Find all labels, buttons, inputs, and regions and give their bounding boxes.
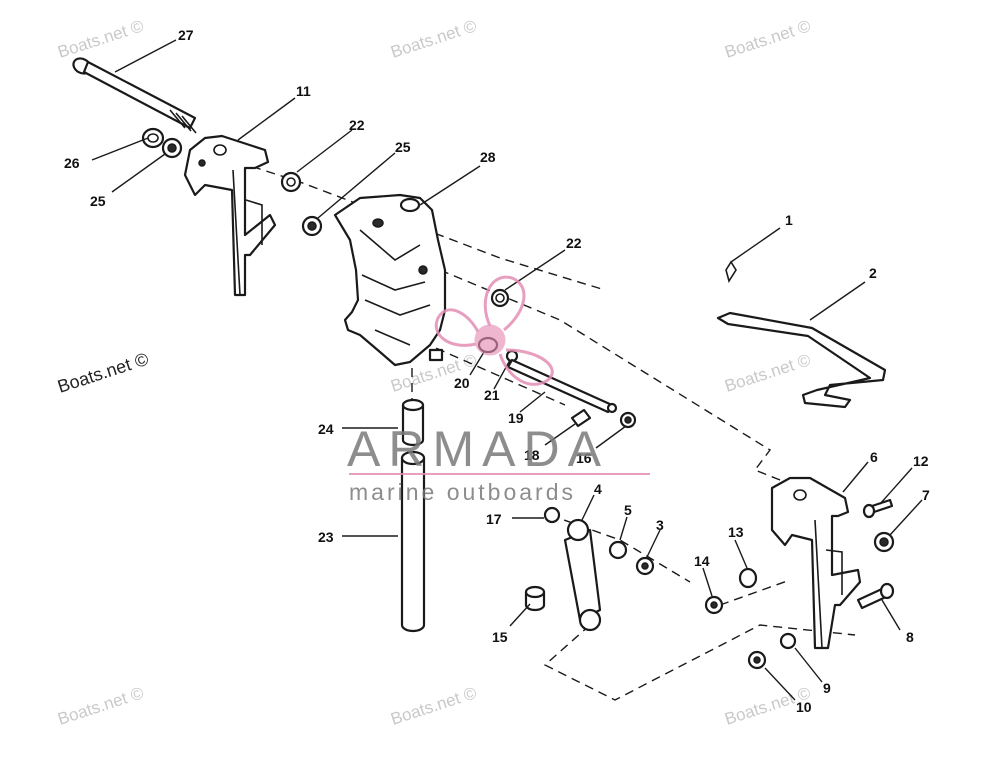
callout-21: 21 — [484, 387, 500, 403]
part-16-nut — [619, 411, 637, 429]
callout-4: 4 — [594, 481, 602, 497]
part-14-nut — [704, 595, 724, 615]
watermark-top-left: Boats.net © — [55, 16, 146, 62]
callout-23: 23 — [318, 529, 334, 545]
part-25-washer-left — [161, 137, 183, 159]
part-27-long-bolt — [72, 57, 197, 134]
callout-1: 1 — [785, 212, 793, 228]
callout-13: 13 — [728, 524, 744, 540]
part-17-washer — [543, 506, 561, 524]
part-25-washer-middle — [301, 215, 323, 237]
part-5-bushing — [608, 540, 628, 560]
part-4-shock-absorber — [563, 518, 602, 632]
watermark-bottom-center: Boats.net © — [388, 683, 479, 729]
callout-14: 14 — [694, 553, 710, 569]
callout-3: 3 — [656, 517, 664, 533]
part-7-nut — [873, 531, 895, 553]
callout-18: 18 — [524, 447, 540, 463]
watermark-bottom-left: Boats.net © — [55, 683, 146, 729]
callout-28: 28 — [480, 149, 496, 165]
callout-16: 16 — [576, 450, 592, 466]
part-8-bolt — [856, 582, 895, 610]
part-12-bolt — [862, 498, 894, 519]
callout-26: 26 — [64, 155, 80, 171]
callout-22-upper: 22 — [349, 117, 365, 133]
callout-5: 5 — [624, 502, 632, 518]
callout-27: 27 — [178, 27, 194, 43]
part-11-left-clamp-bracket — [183, 134, 277, 297]
watermark-top-center: Boats.net © — [388, 16, 479, 62]
callout-labels: 1 2 3 4 5 6 7 8 9 10 11 12 13 14 15 16 1… — [64, 27, 930, 715]
callout-11: 11 — [296, 83, 311, 99]
callout-22-right: 22 — [566, 235, 582, 251]
callout-25-upper: 25 — [395, 139, 411, 155]
part-10-nut — [747, 650, 767, 670]
watermark-mid-left: Boats.net © — [55, 349, 151, 397]
logo-tagline: marine outboards — [349, 479, 576, 505]
callout-25-lower: 25 — [90, 193, 106, 209]
callout-7: 7 — [922, 487, 930, 503]
part-19-tilt-shaft — [506, 358, 618, 414]
part-22-washer-upper — [280, 171, 302, 193]
part-2-tilt-lever — [716, 311, 887, 409]
part-26-nut — [141, 127, 165, 149]
callout-20: 20 — [454, 375, 470, 391]
callout-19: 19 — [508, 410, 524, 426]
callout-12: 12 — [913, 453, 929, 469]
part-24-bushing — [401, 398, 425, 447]
watermark-top-right: Boats.net © — [722, 16, 813, 62]
part-18-grease-fitting — [570, 408, 592, 428]
leader-lines — [91, 39, 923, 701]
callout-17: 17 — [486, 511, 502, 527]
callout-24: 24 — [318, 421, 334, 437]
part-9-washer — [779, 632, 797, 650]
part-28-swivel-bracket — [333, 193, 447, 367]
part-1-clip — [725, 260, 737, 283]
watermark-mid-right: Boats.net © — [722, 350, 813, 396]
watermarks: Boats.net © Boats.net © Boats.net © Boat… — [55, 16, 813, 729]
logo-wordmark: ARMADA — [347, 421, 609, 477]
callout-6: 6 — [870, 449, 878, 465]
part-15-pin — [524, 585, 546, 612]
propeller-logo-icon — [434, 275, 554, 386]
armada-logo: ARMADA marine outboards — [347, 275, 650, 505]
callout-10: 10 — [796, 699, 812, 715]
part-22-washer-right — [490, 288, 510, 308]
callout-9: 9 — [823, 680, 831, 696]
callout-8: 8 — [906, 629, 914, 645]
part-23-tube — [400, 450, 426, 633]
part-3-nut — [635, 556, 655, 576]
part-6-right-clamp-bracket — [770, 476, 862, 650]
callout-2: 2 — [869, 265, 877, 281]
callout-15: 15 — [492, 629, 508, 645]
part-13-washer — [738, 567, 758, 589]
